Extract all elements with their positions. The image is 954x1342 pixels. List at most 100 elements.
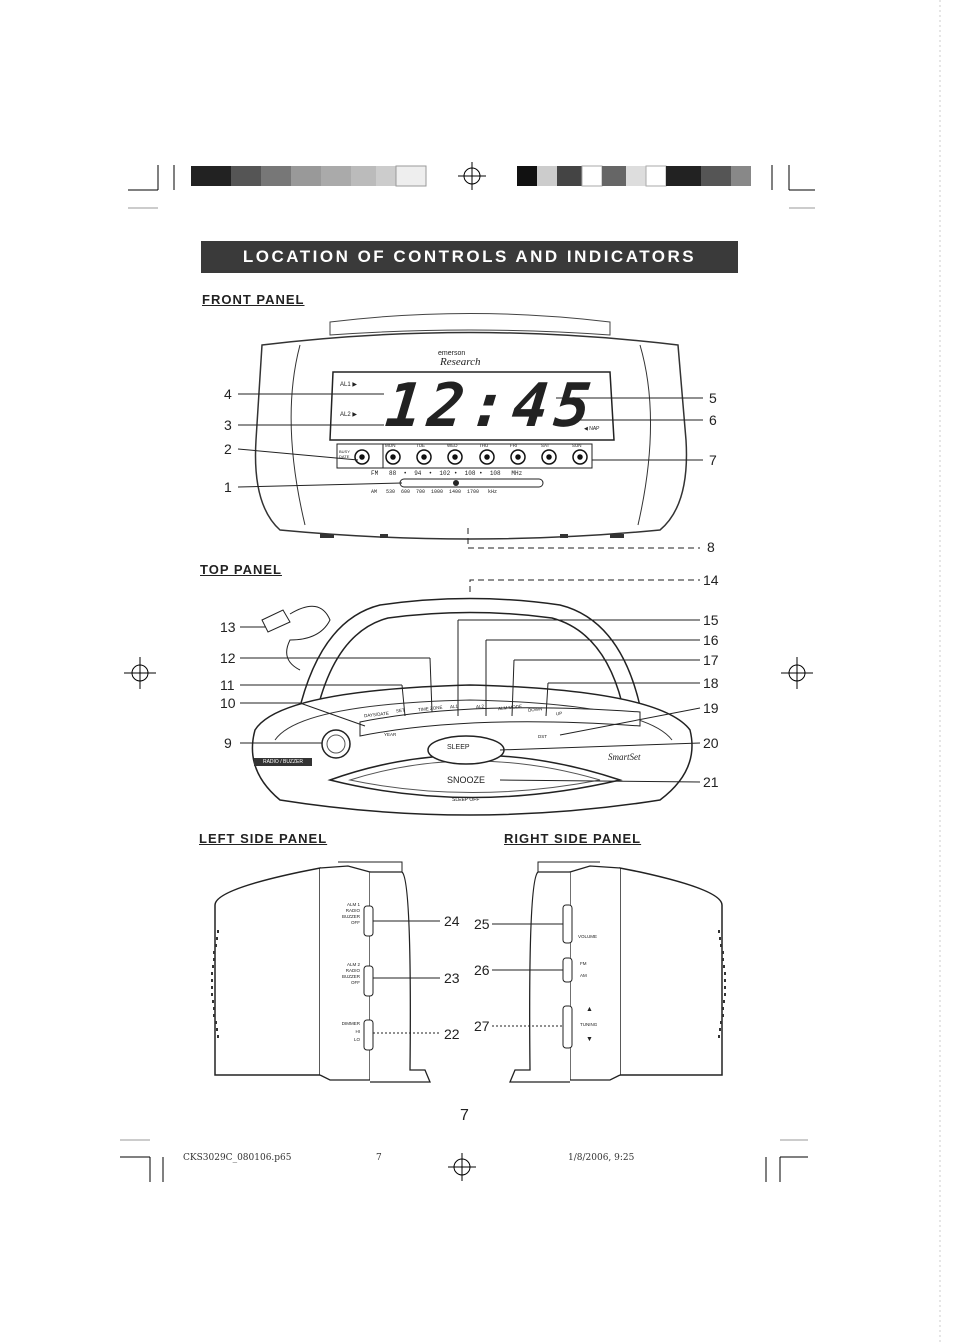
speaker-vent-slot <box>720 944 722 947</box>
callout-27: 27 <box>474 1018 490 1034</box>
speaker-vent-slot <box>212 965 214 968</box>
am-scale: AM 530 600 700 1000 1400 1700 kHz <box>371 489 498 495</box>
callout-20: 20 <box>703 735 719 751</box>
day-button-dot <box>515 454 521 460</box>
speaker-vent-slot <box>719 937 721 940</box>
day-label: TUE <box>416 443 425 448</box>
registration-mark-left <box>124 657 156 689</box>
speaker-vent-slot <box>211 986 213 989</box>
day-button-dot <box>484 454 490 460</box>
snooze-button: SNOOZE <box>447 775 486 785</box>
callout-21: 21 <box>703 774 719 790</box>
speaker-vent-slot <box>211 993 213 996</box>
callout-17: 17 <box>703 652 719 668</box>
left-side-heading: LEFT SIDE PANEL <box>199 831 328 846</box>
right-side-heading: RIGHT SIDE PANEL <box>504 831 642 846</box>
callout-19: 19 <box>703 700 719 716</box>
speaker-vent-slot <box>722 958 724 961</box>
speaker-vent-slot <box>213 1014 215 1017</box>
al1-indicator: AL1 ▶ <box>340 382 357 388</box>
speaker-vent-slot <box>720 1021 722 1024</box>
day-label: WED <box>447 443 458 448</box>
day-button-dot <box>546 454 552 460</box>
day-label: THU <box>479 443 489 448</box>
speaker-vent-slot <box>213 1007 215 1010</box>
footer-file: CKS3029C_080106.p65 <box>183 1153 292 1163</box>
callout-18: 18 <box>703 675 719 691</box>
speaker-vent-slot <box>215 944 217 947</box>
callout-6: 6 <box>709 412 717 428</box>
callout-15: 15 <box>703 612 719 628</box>
speaker-vent-slot <box>213 951 215 954</box>
callout-12: 12 <box>220 650 236 666</box>
nap-indicator: ◀ NAP <box>584 426 600 432</box>
speaker-vent-slot <box>722 951 724 954</box>
speaker-vent-slot <box>718 930 720 933</box>
speaker-vent-slot <box>724 986 726 989</box>
color-bar-left <box>191 165 427 187</box>
callout-5: 5 <box>709 390 717 406</box>
callout-22: 22 <box>444 1026 460 1042</box>
top-panel-heading: TOP PANEL <box>200 562 282 577</box>
speaker-vent-slot <box>216 937 218 940</box>
speaker-vent-slot <box>719 1028 721 1031</box>
speaker-vent-slot <box>723 965 725 968</box>
callout-26: 26 <box>474 962 490 978</box>
al2-indicator: AL2 ▶ <box>340 412 357 418</box>
footer-datetime: 1/8/2006, 9:25 <box>568 1153 635 1163</box>
callout-2: 2 <box>224 441 232 457</box>
strip-sublabel: DST <box>538 734 547 739</box>
day-label: MON <box>385 443 396 448</box>
sleep-off-label: SLEEP OFF <box>452 797 480 803</box>
speaker-vent-slot <box>723 1000 725 1003</box>
callout-16: 16 <box>703 632 719 648</box>
day-button-dot <box>359 454 365 460</box>
callout-24: 24 <box>444 913 460 929</box>
page-number: 7 <box>460 1107 469 1124</box>
speaker-vent-slot <box>217 1035 219 1038</box>
speaker-vent-slot <box>212 1000 214 1003</box>
speaker-vent-slot <box>718 1035 720 1038</box>
color-bar-right <box>517 165 751 187</box>
day-button-dot <box>577 454 583 460</box>
speaker-vent-slot <box>211 972 213 975</box>
tuning-label: TUNING <box>580 1022 598 1027</box>
callout-7: 7 <box>709 452 717 468</box>
day-button-dot <box>390 454 396 460</box>
registration-mark-bottom <box>448 1153 476 1181</box>
callout-25: 25 <box>474 916 490 932</box>
day-button-dot <box>452 454 458 460</box>
speaker-vent-slot <box>724 993 726 996</box>
speaker-vent-slot <box>211 979 213 982</box>
busy-date-label: BUSY DATE <box>339 449 350 459</box>
callout-11: 11 <box>220 677 235 693</box>
radio-buzzer-label: RADIO / BUZZER <box>254 758 312 766</box>
callout-10: 10 <box>220 695 236 711</box>
callout-1: 1 <box>224 479 232 495</box>
callout-13: 13 <box>220 619 236 635</box>
callout-14: 14 <box>703 572 719 588</box>
strip-sublabel: YEAR <box>384 732 397 737</box>
sleep-button: SLEEP <box>447 744 470 751</box>
day-label: SUN <box>572 443 582 448</box>
volume-label: VOLUME <box>578 934 598 939</box>
speaker-vent-slot <box>215 1021 217 1024</box>
callout-4: 4 <box>224 386 232 402</box>
tuning-down-icon: ▼ <box>586 1036 593 1043</box>
speaker-vent-slot <box>216 1028 218 1031</box>
day-label: FRI <box>510 443 518 448</box>
tuning-up-icon: ▲ <box>586 1006 593 1013</box>
footer-page: 7 <box>376 1153 382 1163</box>
fm-scale: FM 88 • 94 • 102 • 108 • 108 MHz <box>371 470 523 477</box>
callout-3: 3 <box>224 417 232 433</box>
front-panel-heading: FRONT PANEL <box>202 292 305 307</box>
speaker-vent-slot <box>722 1007 724 1010</box>
registration-mark-top <box>458 162 486 190</box>
